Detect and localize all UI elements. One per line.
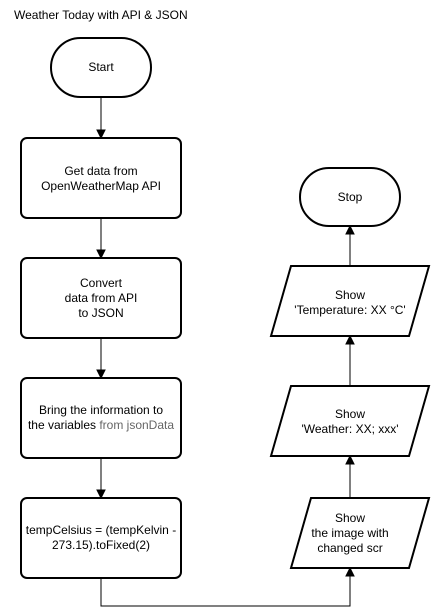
arrowhead bbox=[96, 249, 106, 260]
node-bring: Bring the information to the variables f… bbox=[20, 377, 182, 459]
node-get-data-line-1: Get data from bbox=[64, 164, 137, 178]
node-show-image-line-1: Show bbox=[335, 511, 365, 525]
node-temp-calc: tempCelsius = (tempKelvin - 273.15).toFi… bbox=[20, 497, 182, 579]
arrowhead bbox=[345, 224, 355, 235]
node-show-image-line-2: the image with bbox=[311, 526, 388, 540]
node-get-data: Get data from OpenWeatherMap API bbox=[20, 137, 182, 219]
node-convert: Convert data from API to JSON bbox=[20, 257, 182, 339]
node-stop-label: Stop bbox=[338, 190, 363, 204]
node-start-label: Start bbox=[88, 60, 114, 74]
node-start: Start bbox=[50, 37, 152, 98]
terminal-shape bbox=[50, 37, 152, 98]
node-show-temp-line-2: 'Temperature: XX °C' bbox=[294, 303, 405, 317]
node-stop: Stop bbox=[299, 167, 401, 227]
node-temp-calc-line-1: tempCelsius = (tempKelvin - bbox=[26, 523, 176, 537]
node-temp-calc-line-2: 273.15).toFixed(2) bbox=[52, 538, 150, 552]
node-convert-line-1: Convert bbox=[80, 276, 123, 290]
diagram-title: Weather Today with API & JSON bbox=[14, 8, 188, 22]
terminal-shape bbox=[299, 167, 401, 227]
process-shape bbox=[20, 377, 182, 459]
arrowhead bbox=[345, 454, 355, 465]
arrowhead bbox=[96, 129, 106, 140]
io-shape bbox=[289, 497, 431, 569]
process-shape bbox=[20, 257, 182, 339]
node-bring-line-2-b: from jsonData bbox=[99, 418, 174, 432]
node-show-weather: Show 'Weather: XX; xxx' bbox=[269, 385, 431, 457]
node-bring-line-2: the variables from jsonData bbox=[28, 418, 174, 432]
node-show-temp: Show 'Temperature: XX °C' bbox=[269, 265, 431, 337]
node-bring-line-2-a: the variables bbox=[28, 418, 99, 432]
arrowhead bbox=[345, 334, 355, 345]
node-convert-line-2: data from API bbox=[65, 291, 138, 305]
node-convert-line-3: to JSON bbox=[78, 306, 123, 320]
arrowhead bbox=[96, 489, 106, 500]
process-shape bbox=[20, 497, 182, 579]
edges bbox=[96, 97, 355, 607]
process-shape bbox=[20, 137, 182, 219]
arrowhead bbox=[345, 566, 355, 577]
edge-temp-calc-to-show-image bbox=[100, 574, 351, 607]
node-show-weather-line-1: Show bbox=[335, 407, 365, 421]
node-show-temp-line-1: Show bbox=[335, 288, 365, 302]
node-get-data-line-2: OpenWeatherMap API bbox=[41, 179, 161, 193]
node-bring-line-1: Bring the information to bbox=[39, 403, 163, 417]
node-show-weather-line-2: 'Weather: XX; xxx' bbox=[301, 422, 398, 436]
node-show-image-line-3: changed scr bbox=[317, 541, 382, 555]
arrowhead bbox=[96, 369, 106, 380]
node-show-image: Show the image with changed scr bbox=[289, 497, 431, 569]
io-shape bbox=[269, 265, 431, 337]
io-shape bbox=[269, 385, 431, 457]
